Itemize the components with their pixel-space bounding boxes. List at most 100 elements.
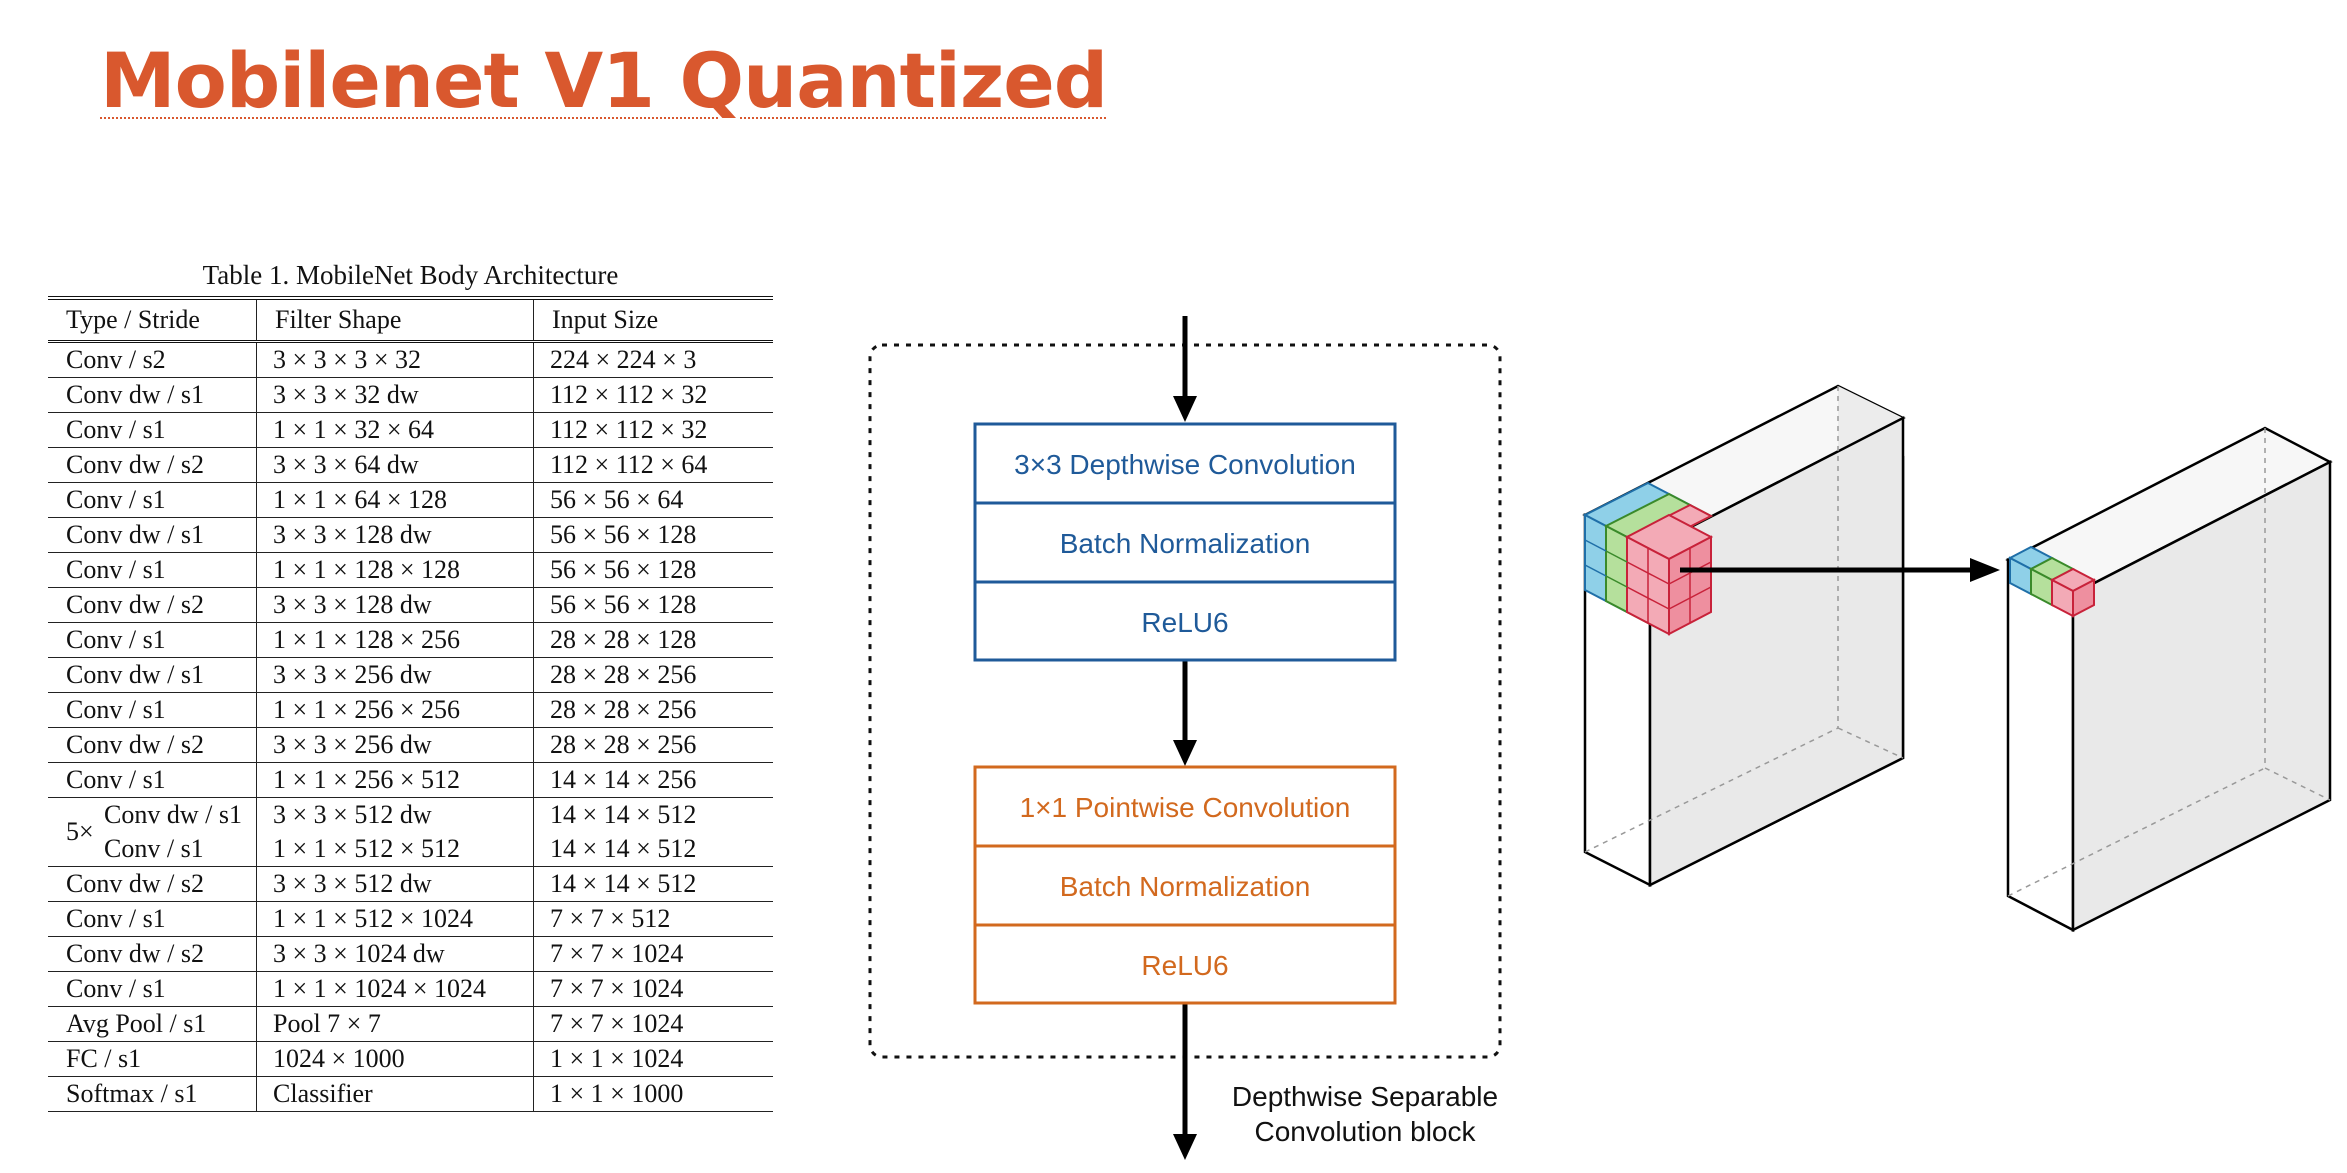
- depthwise-relu6-label: ReLU6: [1141, 607, 1228, 638]
- cell-input-size: 14 × 14 × 256: [533, 762, 773, 798]
- repeat-filter-shape: 1 × 1 × 512 × 512: [273, 834, 460, 863]
- cell-filter-shape: 3 × 3 × 32 dw: [256, 377, 534, 413]
- cell-type-stride: Conv / s1: [48, 622, 257, 658]
- cell-type-stride: Conv dw / s1: [48, 517, 257, 553]
- cell-type-stride: Conv / s1: [48, 762, 257, 798]
- pointwise-group: 1×1 Pointwise Convolution Batch Normaliz…: [973, 765, 1397, 1005]
- block-caption-line2: Convolution block: [1254, 1116, 1476, 1147]
- kernel-cubes: [1582, 481, 1714, 636]
- cell-type-stride: Conv dw / s2: [48, 587, 257, 623]
- cell-type-stride: Conv dw / s2: [48, 727, 257, 763]
- table-header-row: Type / Stride Filter Shape Input Size: [48, 298, 773, 343]
- cell-type-stride: Conv / s1: [48, 552, 257, 588]
- cell-filter-shape: 3 × 3 × 512 dw 1 × 1 × 512 × 512: [256, 797, 534, 867]
- cell-filter-shape: Classifier: [256, 1076, 534, 1112]
- cell-type-stride: Conv / s1: [48, 412, 257, 448]
- cell-filter-shape: 1 × 1 × 32 × 64: [256, 412, 534, 448]
- architecture-table: Type / Stride Filter Shape Input Size Co…: [48, 296, 773, 1112]
- cell-type-stride: Conv dw / s2: [48, 936, 257, 972]
- cell-filter-shape: 1 × 1 × 1024 × 1024: [256, 971, 534, 1007]
- repeat-filter-shape: 3 × 3 × 512 dw: [273, 800, 432, 829]
- cell-type-stride: FC / s1: [48, 1041, 257, 1077]
- repeat-input-size: 14 × 14 × 512: [550, 800, 697, 829]
- cell-input-size: 28 × 28 × 256: [533, 727, 773, 763]
- cell-input-size: 112 × 112 × 32: [533, 412, 773, 448]
- cell-type-stride: Conv / s2: [48, 341, 257, 378]
- cell-input-size: 28 × 28 × 256: [533, 657, 773, 693]
- depthwise-group: 3×3 Depthwise Convolution Batch Normaliz…: [973, 422, 1397, 662]
- cell-input-size: 1 × 1 × 1000: [533, 1076, 773, 1112]
- cell-type-stride: Conv / s1: [48, 901, 257, 937]
- input-arrow: [1173, 316, 1197, 422]
- header-filter-shape: Filter Shape: [256, 298, 534, 343]
- cell-filter-shape: 1 × 1 × 512 × 1024: [256, 901, 534, 937]
- cell-type-stride: Softmax / s1: [48, 1076, 257, 1112]
- cell-filter-shape: 3 × 3 × 256 dw: [256, 657, 534, 693]
- cell-filter-shape: 3 × 3 × 1024 dw: [256, 936, 534, 972]
- output-arrow: [1173, 1004, 1197, 1160]
- cell-input-size: 1 × 1 × 1024: [533, 1041, 773, 1077]
- header-type-stride: Type / Stride: [48, 298, 257, 343]
- cell-filter-shape: 1 × 1 × 128 × 128: [256, 552, 534, 588]
- cell-filter-shape: 1 × 1 × 128 × 256: [256, 622, 534, 658]
- cell-input-size: 112 × 112 × 32: [533, 377, 773, 413]
- cell-type-stride: Conv dw / s1: [48, 377, 257, 413]
- cell-input-size: 7 × 7 × 512: [533, 901, 773, 937]
- cell-input-size: 28 × 28 × 256: [533, 692, 773, 728]
- cell-input-size: 56 × 56 × 128: [533, 587, 773, 623]
- cell-input-size: 56 × 56 × 128: [533, 517, 773, 553]
- cell-filter-shape: 1 × 1 × 256 × 256: [256, 692, 534, 728]
- repeat-input-size: 14 × 14 × 512: [550, 834, 697, 863]
- cell-filter-shape: 1 × 1 × 256 × 512: [256, 762, 534, 798]
- mapping-arrow: [1680, 558, 2000, 582]
- pointwise-relu6-label: ReLU6: [1141, 950, 1228, 981]
- repeat-type-stride: Conv dw / s1: [104, 800, 242, 829]
- cell-input-size: 56 × 56 × 128: [533, 552, 773, 588]
- pointwise-bn-label: Batch Normalization: [1060, 871, 1311, 902]
- slide-title: Mobilenet V1 Quantized: [100, 36, 1108, 125]
- cell-type-stride: Conv dw / s2: [48, 866, 257, 902]
- cell-filter-shape: 3 × 3 × 512 dw: [256, 866, 534, 902]
- cell-filter-shape: 3 × 3 × 128 dw: [256, 587, 534, 623]
- depthwise-conv-label: 3×3 Depthwise Convolution: [1014, 449, 1356, 480]
- cell-filter-shape: Pool 7 × 7: [256, 1006, 534, 1042]
- cell-filter-shape: 1024 × 1000: [256, 1041, 534, 1077]
- header-input-size: Input Size: [533, 298, 773, 343]
- pointwise-conv-label: 1×1 Pointwise Convolution: [1020, 792, 1351, 823]
- cell-input-size: 28 × 28 × 128: [533, 622, 773, 658]
- cell-type-stride: Avg Pool / s1: [48, 1006, 257, 1042]
- cell-input-size: 224 × 224 × 3: [533, 341, 773, 378]
- cell-input-size: 7 × 7 × 1024: [533, 971, 773, 1007]
- block-caption-line1: Depthwise Separable: [1232, 1081, 1498, 1112]
- cell-input-size: 14 × 14 × 512 14 × 14 × 512: [533, 797, 773, 867]
- cell-type-stride: Conv / s1: [48, 692, 257, 728]
- cell-input-size: 56 × 56 × 64: [533, 482, 773, 518]
- cell-filter-shape: 3 × 3 × 128 dw: [256, 517, 534, 553]
- cell-type-stride: Conv / s1: [48, 971, 257, 1007]
- middle-arrow: [1173, 661, 1197, 766]
- output-feature-map-cube: [2005, 426, 2333, 933]
- output-pixel-cells: [2007, 545, 2097, 618]
- cell-filter-shape: 3 × 3 × 64 dw: [256, 447, 534, 483]
